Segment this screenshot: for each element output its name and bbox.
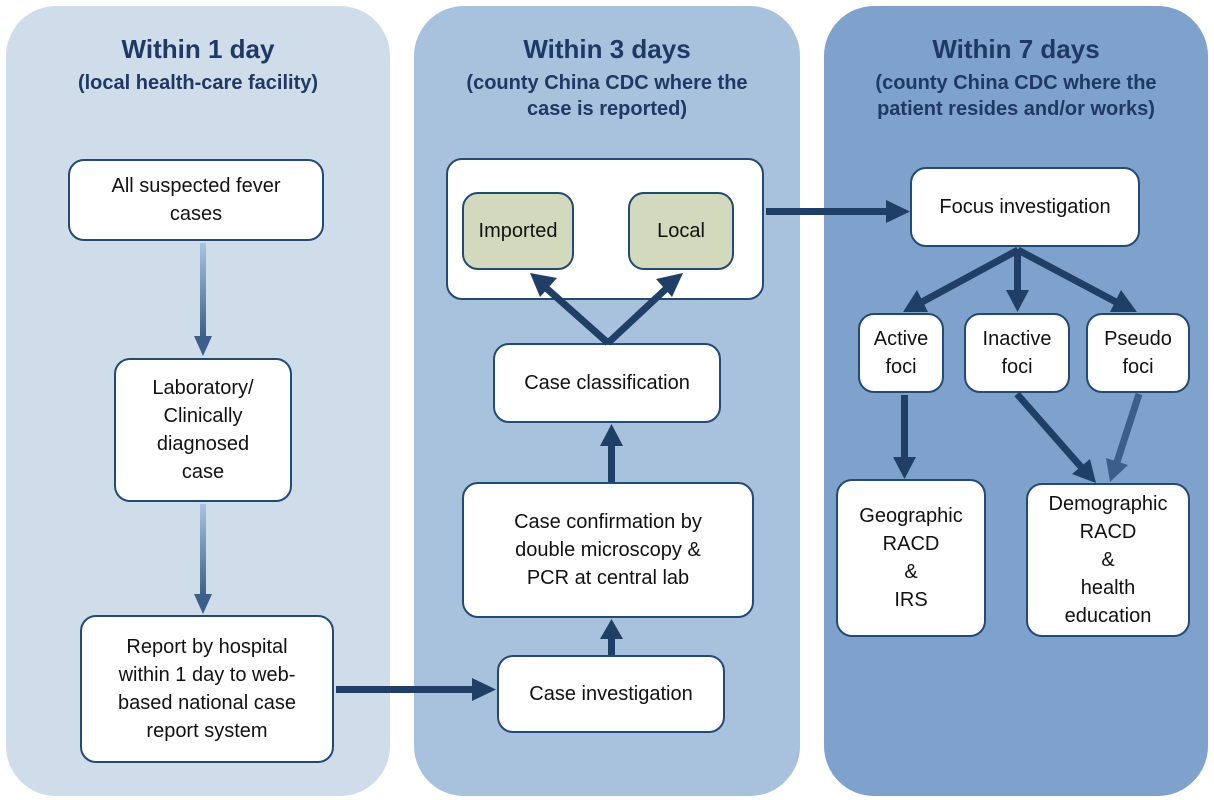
node-label: Geographic RACD & IRS <box>859 505 963 611</box>
node-case-classification: Case classification <box>493 343 721 423</box>
node-label: Laboratory/ Clinically diagnosed case <box>152 377 254 483</box>
panel-subtitle: (local health-care facility) <box>77 72 319 94</box>
panel-subtitle: (county China CDC where the patient resi… <box>875 72 1157 120</box>
arrow-focus-to-pseudo <box>1016 246 1137 312</box>
arrow-focus-to-inactive <box>1006 249 1029 312</box>
arrow-diagnosed-to-report <box>194 504 212 614</box>
node-label: All suspected fever cases <box>111 175 281 225</box>
arrow-confirmation-to-classification <box>600 424 623 482</box>
node-label: Focus investigation <box>939 196 1111 218</box>
node-label: Case classification <box>524 372 690 394</box>
arrow-classification-to-focus <box>766 200 910 223</box>
node-suspected-fever-cases: All suspected fever cases <box>68 159 324 241</box>
node-inactive-foci: Inactive foci <box>964 313 1070 393</box>
arrow-inactive-to-demographic <box>1014 391 1096 483</box>
node-label: Pseudo foci <box>1104 328 1172 378</box>
arrow-suspected-to-diagnosed <box>194 243 212 356</box>
node-label: Active foci <box>873 328 929 378</box>
node-diagnosed-case: Laboratory/ Clinically diagnosed case <box>114 358 292 502</box>
node-hospital-report: Report by hospital within 1 day to web- … <box>80 615 334 763</box>
node-label: Inactive foci <box>982 328 1052 378</box>
arrow-active-to-geographic <box>893 395 916 479</box>
arrow-report-to-investigation <box>336 678 496 701</box>
arrow-classification-to-imported <box>530 273 611 346</box>
node-imported: Imported <box>462 192 574 270</box>
node-label: Report by hospital within 1 day to web- … <box>118 636 296 742</box>
node-case-investigation: Case investigation <box>497 655 725 733</box>
panel-subtitle: (county China CDC where the case is repo… <box>466 72 748 120</box>
node-geographic-racd-irs: Geographic RACD & IRS <box>836 479 986 637</box>
panel-within-7-days: Within 7 days (county China CDC where th… <box>824 6 1208 796</box>
panel-title: Within 1 day <box>121 34 275 64</box>
node-pseudo-foci: Pseudo foci <box>1086 313 1190 393</box>
node-focus-investigation: Focus investigation <box>910 167 1140 247</box>
node-local: Local <box>628 192 734 270</box>
node-label: Demographic RACD & health education <box>1048 493 1168 627</box>
node-label: Imported <box>478 220 558 242</box>
node-demographic-racd-education: Demographic RACD & health education <box>1026 483 1190 637</box>
panel-title: Within 3 days <box>523 34 691 64</box>
panel-title: Within 7 days <box>932 34 1100 64</box>
arrow-pseudo-to-demographic <box>1106 392 1143 482</box>
node-label: Case confirmation by double microscopy &… <box>514 511 702 589</box>
arrow-investigation-to-confirmation <box>600 619 623 655</box>
node-label: Local <box>657 220 705 242</box>
node-case-confirmation: Case confirmation by double microscopy &… <box>462 482 754 618</box>
arrow-focus-to-active <box>903 246 1020 312</box>
arrow-classification-to-local <box>605 273 683 346</box>
node-label: Case investigation <box>529 683 693 705</box>
node-active-foci: Active foci <box>858 313 944 393</box>
